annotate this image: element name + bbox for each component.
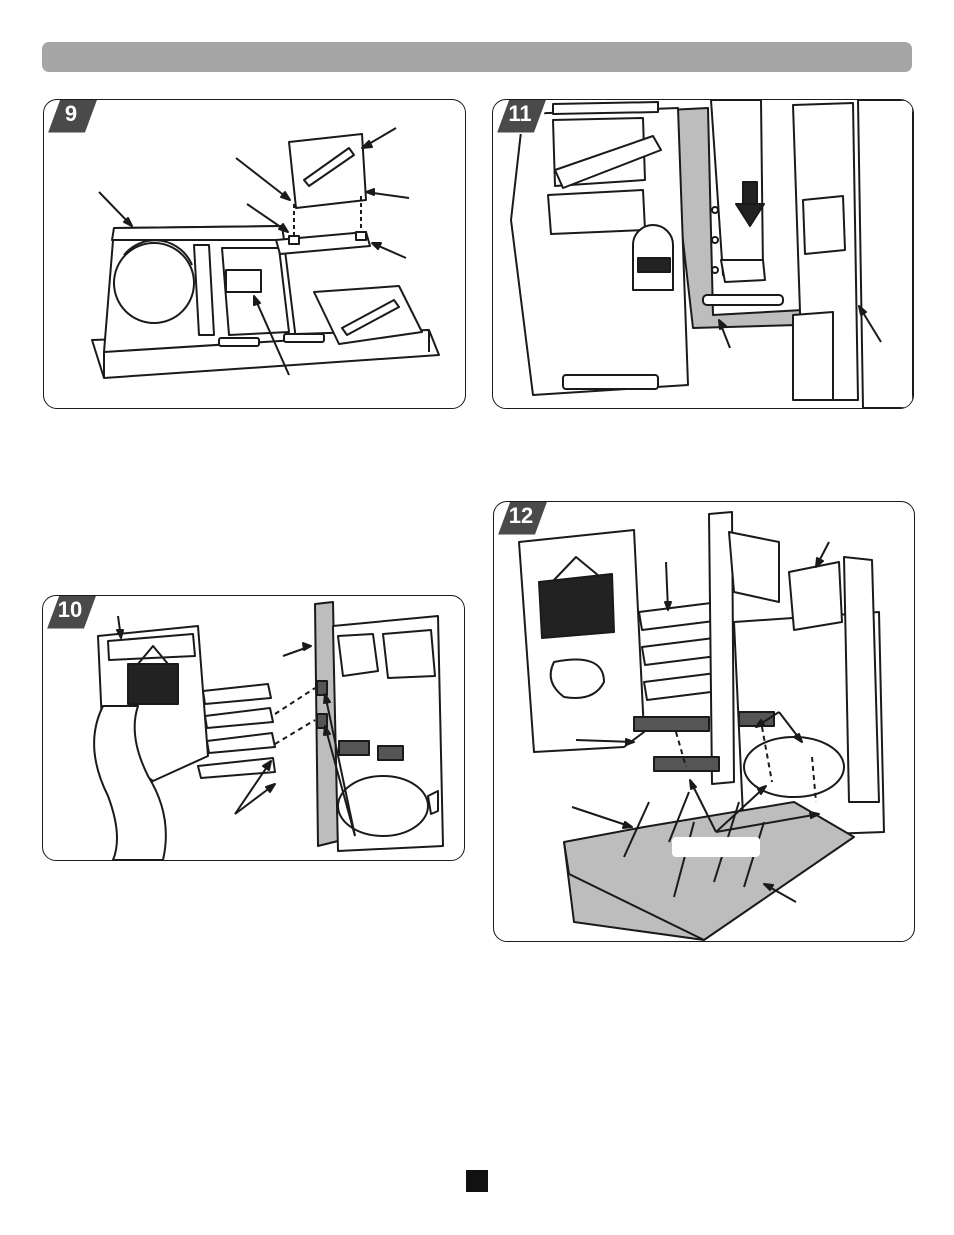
step-10-badge: 10 xyxy=(42,595,103,630)
step-10-illustration xyxy=(43,596,464,860)
step-12-label-box xyxy=(672,837,760,857)
step-11-number: 11 xyxy=(503,100,537,128)
page-number-box xyxy=(466,1170,488,1192)
step-9-number: 9 xyxy=(54,100,88,128)
step-10-panel: 10 xyxy=(42,595,465,861)
step-12-number: 12 xyxy=(504,502,538,530)
step-12-illustration xyxy=(494,502,914,941)
step-12-badge: 12 xyxy=(493,501,554,536)
step-9-panel: 9 xyxy=(43,99,466,409)
step-11-illustration xyxy=(493,100,913,408)
header-bar xyxy=(42,42,912,72)
step-9-badge: 9 xyxy=(43,99,104,134)
step-11-badge: 11 xyxy=(492,99,553,134)
step-9-illustration xyxy=(44,100,465,408)
step-11-panel: 11 xyxy=(492,99,914,409)
step-10-number: 10 xyxy=(53,596,87,624)
step-12-panel: 12 xyxy=(493,501,915,942)
